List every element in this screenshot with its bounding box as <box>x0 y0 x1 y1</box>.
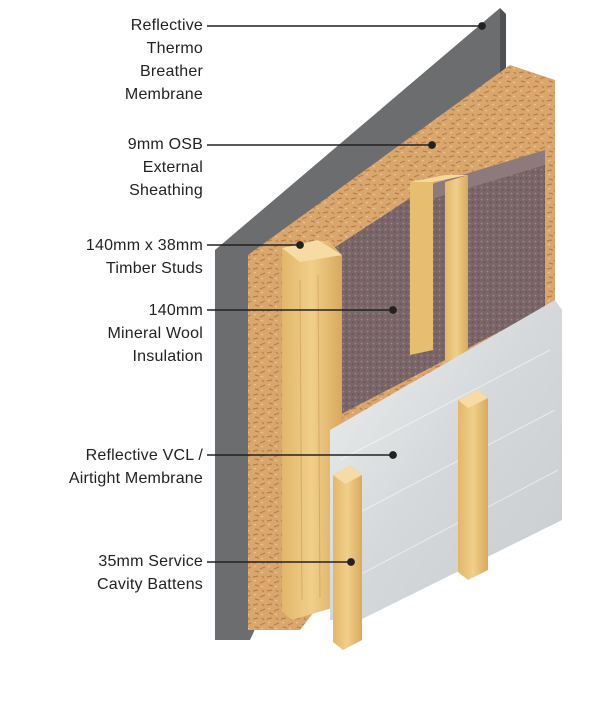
label-mineral-wool: 140mm Mineral Wool Insulation <box>108 299 203 368</box>
service-batten-left <box>333 465 362 650</box>
label-service-battens: 35mm Service Cavity Battens <box>97 550 203 596</box>
rear-timber-stud <box>445 175 468 362</box>
label-timber-studs: 140mm x 38mm Timber Studs <box>86 234 203 280</box>
service-batten-right <box>458 390 488 580</box>
label-osb-sheathing: 9mm OSB External Sheathing <box>128 133 203 202</box>
label-breather-membrane: Reflective Thermo Breather Membrane <box>125 14 203 106</box>
label-vcl-membrane: Reflective VCL / Airtight Membrane <box>69 444 203 490</box>
